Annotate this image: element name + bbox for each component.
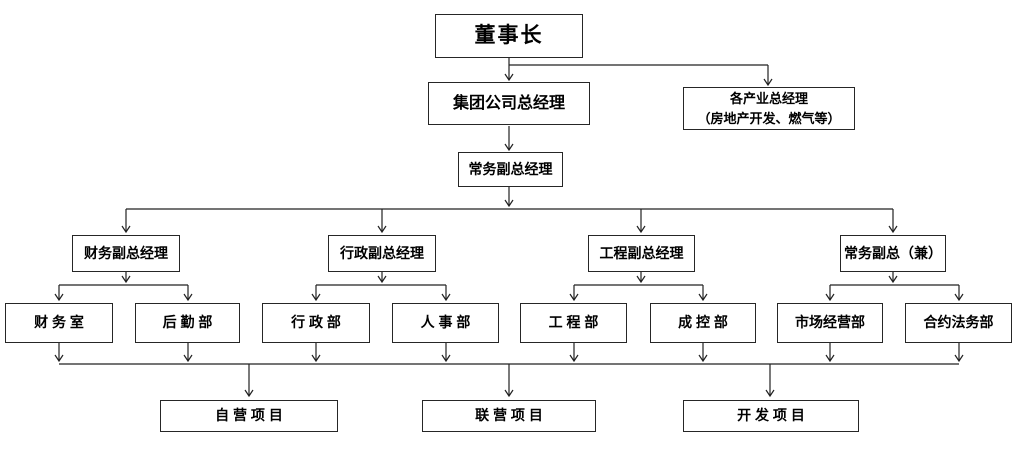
node-admin-dept: 行 政 部 xyxy=(262,303,370,343)
node-finance-office: 财 务 室 xyxy=(5,303,113,343)
node-group-general-manager: 集团公司总经理 xyxy=(428,82,590,125)
node-industry-line2: （房地产开发、燃气等） xyxy=(697,110,841,126)
node-executive-deputy-gm: 常务副总经理 xyxy=(458,152,563,187)
node-finance-deputy-gm: 财务副总经理 xyxy=(72,235,180,272)
node-marketing-dept: 市场经营部 xyxy=(777,303,883,343)
node-industry-line1: 各产业总经理 xyxy=(729,91,808,106)
connectors-execdeputy-to-level4 xyxy=(121,187,898,234)
node-engineering-dept: 工 程 部 xyxy=(520,303,627,343)
node-cost-control-dept: 成 控 部 xyxy=(650,303,756,343)
node-logistics-dept: 后 勤 部 xyxy=(135,303,240,343)
node-hr-dept: 人 事 部 xyxy=(392,303,499,343)
connectors-level4-to-departments xyxy=(54,272,964,302)
node-contract-legal-dept: 合约法务部 xyxy=(905,303,1012,343)
node-chairman: 董事长 xyxy=(435,14,583,58)
node-engineering-deputy-gm: 工程副总经理 xyxy=(588,235,695,272)
connectors-chairman xyxy=(504,58,773,87)
node-admin-deputy-gm: 行政副总经理 xyxy=(328,235,436,272)
node-self-operated-projects: 自 营 项 目 xyxy=(160,400,338,432)
node-industry-general-managers: 各产业总经理 （房地产开发、燃气等） xyxy=(683,87,855,130)
node-development-projects: 开 发 项 目 xyxy=(683,400,859,432)
connectors-departments-to-projects xyxy=(54,343,964,398)
node-executive-deputy-concurrent: 常务副总（兼） xyxy=(840,235,946,272)
node-joint-venture-projects: 联 营 项 目 xyxy=(422,400,596,432)
